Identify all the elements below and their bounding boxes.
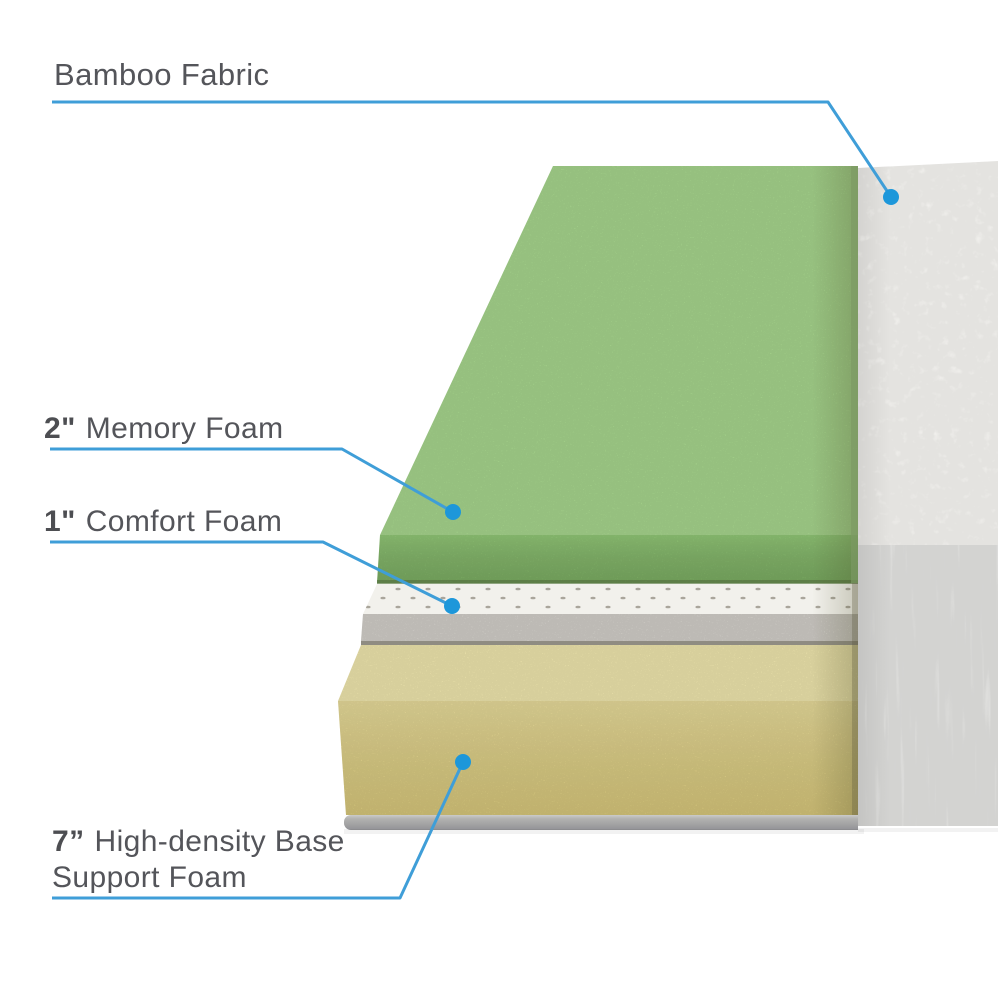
comfort-foam-leader-line xyxy=(50,540,453,608)
lower-cut-edge xyxy=(852,583,858,815)
bamboo-fabric-label: Bamboo Fabric xyxy=(54,57,270,92)
memory-foam-leader-line xyxy=(50,447,454,514)
comfort-foam-label: 1" Comfort Foam xyxy=(44,504,282,540)
comfort-foam-layer xyxy=(361,584,858,645)
fabric-lower-texture xyxy=(858,545,998,826)
fabric-upper-texture xyxy=(858,161,998,545)
memory-foam-size: 2" xyxy=(44,412,76,445)
bamboo-fabric-leader-line xyxy=(52,100,893,198)
fabric-left-shade xyxy=(858,166,890,826)
memory-foam-texture xyxy=(377,166,858,583)
memory-foam-name: Memory Foam xyxy=(85,412,284,445)
comfort-foam-name: Comfort Foam xyxy=(85,505,283,538)
bamboo-fabric-pointer-dot xyxy=(883,189,899,205)
base-bar xyxy=(344,815,864,834)
base-bar-right-end xyxy=(840,815,858,830)
base-foam-name-line2: Support Foam xyxy=(52,861,247,894)
base-bar-strip xyxy=(344,815,858,830)
base-foam-texture xyxy=(338,645,858,815)
green-cut-edge xyxy=(851,166,858,583)
memory-foam-pointer-dot xyxy=(445,504,461,520)
memory-foam-label: 2" Memory Foam xyxy=(44,411,283,447)
base-foam-name-line1: High-density Base xyxy=(94,825,345,858)
comfort-foam-pointer-dot xyxy=(444,598,460,614)
fabric-bottom-shadow xyxy=(858,828,998,832)
base-foam-label-line1: 7” High-density Base xyxy=(52,824,345,860)
base-bar-shadow xyxy=(344,829,864,834)
cut-edge-shadows xyxy=(812,166,858,815)
comfort-foam-size: 1" xyxy=(44,505,76,538)
base-foam-label: 7” High-density Base Support Foam xyxy=(52,824,345,896)
base-foam-pointer-dot xyxy=(455,754,471,770)
comfort-foam-texture xyxy=(361,614,858,641)
memory-foam-layer xyxy=(377,166,858,584)
base-foam-size: 7” xyxy=(52,825,85,858)
base-foam-layer xyxy=(338,645,858,815)
right-edge-shadow xyxy=(812,166,858,815)
base-foam-leader-line xyxy=(52,761,465,900)
bamboo-fabric-panel xyxy=(858,161,998,832)
comfort-foam-bottom-edge xyxy=(361,641,858,645)
leader-lines xyxy=(50,100,899,900)
comfort-foam-dot-rows xyxy=(363,584,858,614)
